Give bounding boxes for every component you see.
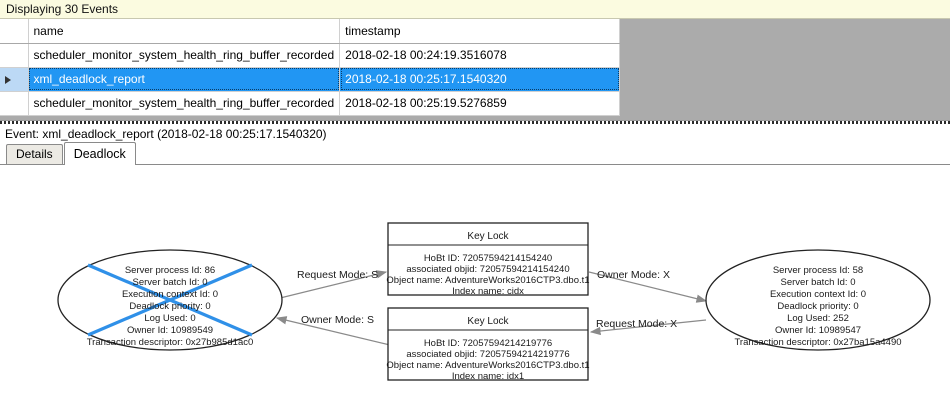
process-line: Owner Id: 10989547 xyxy=(775,325,861,336)
tab-details[interactable]: Details xyxy=(6,144,63,164)
column-header-name[interactable]: name xyxy=(28,19,341,44)
row-selector-cell[interactable] xyxy=(0,91,29,116)
edge-label: Request Mode: X xyxy=(596,318,677,330)
process-line: Deadlock priority: 0 xyxy=(129,301,210,312)
process-line: Execution context Id: 0 xyxy=(770,289,866,300)
banner-label: Displaying 30 Events xyxy=(6,2,119,16)
victim-cross-icon xyxy=(87,263,253,337)
resource-node-top[interactable]: Key Lock HoBt ID: 72057594214154240 asso… xyxy=(386,222,590,297)
resource-line: associated objid: 72057594214154240 xyxy=(406,264,569,275)
column-header-timestamp[interactable]: timestamp xyxy=(339,19,621,44)
cell-timestamp[interactable]: 2018-02-18 00:25:17.1540320 xyxy=(339,67,621,92)
process-line: Transaction descriptor: 0x27b985d1ac0 xyxy=(87,337,254,348)
table-row[interactable]: scheduler_monitor_system_health_ring_buf… xyxy=(0,91,621,116)
events-grid[interactable]: name timestamp scheduler_monitor_system_… xyxy=(0,19,621,116)
displaying-events-banner: Displaying 30 Events xyxy=(0,0,950,19)
table-row[interactable]: xml_deadlock_report 2018-02-18 00:25:17.… xyxy=(0,67,621,92)
process-line: Deadlock priority: 0 xyxy=(777,301,858,312)
cell-timestamp[interactable]: 2018-02-18 00:24:19.3516078 xyxy=(339,43,621,68)
edge-line xyxy=(275,316,391,346)
process-line: Server batch Id: 0 xyxy=(133,277,208,288)
process-line: Execution context Id: 0 xyxy=(122,289,218,300)
process-line: Log Used: 252 xyxy=(787,313,849,324)
resource-line: Index name: cidx xyxy=(452,286,524,297)
edge-label: Owner Mode: S xyxy=(301,314,374,326)
cell-timestamp[interactable]: 2018-02-18 00:25:19.5276859 xyxy=(339,91,621,116)
process-line: Server process Id: 58 xyxy=(773,265,863,276)
edge-line xyxy=(588,271,708,303)
resource-line: HoBt ID: 72057594214219776 xyxy=(424,338,552,349)
deadlock-graph-svg: Request Mode: S Owner Mode: X Owner Mode… xyxy=(57,222,931,382)
resource-title: Key Lock xyxy=(467,316,509,327)
events-grid-area: name timestamp scheduler_monitor_system_… xyxy=(0,19,950,121)
edge-right-request-bottom: Request Mode: X xyxy=(589,318,707,336)
process-node-right[interactable]: Server process Id: 58 Server batch Id: 0… xyxy=(705,249,931,351)
edge-label: Request Mode: S xyxy=(297,269,378,281)
row-selector-cell[interactable] xyxy=(0,67,29,92)
resource-line: Index name: idx1 xyxy=(452,371,524,382)
edge-label: Owner Mode: X xyxy=(597,269,670,281)
deadlock-graph-canvas[interactable]: Request Mode: S Owner Mode: X Owner Mode… xyxy=(0,165,950,403)
edge-top-owner-right: Owner Mode: X xyxy=(588,269,708,303)
grid-header-row: name timestamp xyxy=(0,19,621,44)
resource-box xyxy=(387,222,589,296)
edge-line xyxy=(589,319,707,336)
process-node-left[interactable]: Server process Id: 86 Server batch Id: 0… xyxy=(57,249,283,351)
detail-tabstrip: Details Deadlock xyxy=(0,142,950,165)
process-line: Log Used: 0 xyxy=(144,313,195,324)
process-ellipse xyxy=(705,249,931,351)
process-line: Server process Id: 86 xyxy=(125,265,215,276)
resource-box xyxy=(387,307,589,381)
row-arrow-icon xyxy=(5,75,11,84)
resource-line: associated objid: 72057594214219776 xyxy=(406,349,569,360)
resource-line: Object name: AdventureWorks2016CTP3.dbo.… xyxy=(386,360,589,371)
column-header-selector xyxy=(0,19,29,44)
event-detail-label: Event: xml_deadlock_report (2018-02-18 0… xyxy=(5,127,327,141)
resource-title: Key Lock xyxy=(467,231,509,242)
event-detail-header: Event: xml_deadlock_report (2018-02-18 0… xyxy=(0,124,950,144)
cell-name[interactable]: scheduler_monitor_system_health_ring_buf… xyxy=(28,91,341,116)
process-line: Owner Id: 10989549 xyxy=(127,325,213,336)
row-selector-cell[interactable] xyxy=(0,43,29,68)
splitter-handle[interactable] xyxy=(0,121,950,124)
tab-deadlock[interactable]: Deadlock xyxy=(63,142,136,165)
cell-name[interactable]: scheduler_monitor_system_health_ring_buf… xyxy=(28,43,341,68)
resource-line: HoBt ID: 72057594214154240 xyxy=(424,253,552,264)
table-row[interactable]: scheduler_monitor_system_health_ring_buf… xyxy=(0,43,621,68)
cell-name[interactable]: xml_deadlock_report xyxy=(28,67,341,92)
resource-line: Object name: AdventureWorks2016CTP3.dbo.… xyxy=(386,275,589,286)
process-line: Server batch Id: 0 xyxy=(781,277,856,288)
process-line: Transaction descriptor: 0x27ba15a4490 xyxy=(734,337,901,348)
edge-left-request-top: Request Mode: S xyxy=(271,269,388,301)
resource-node-bottom[interactable]: Key Lock HoBt ID: 72057594214219776 asso… xyxy=(386,307,590,382)
edge-bottom-owner-left: Owner Mode: S xyxy=(275,314,391,346)
edge-line xyxy=(271,270,388,301)
